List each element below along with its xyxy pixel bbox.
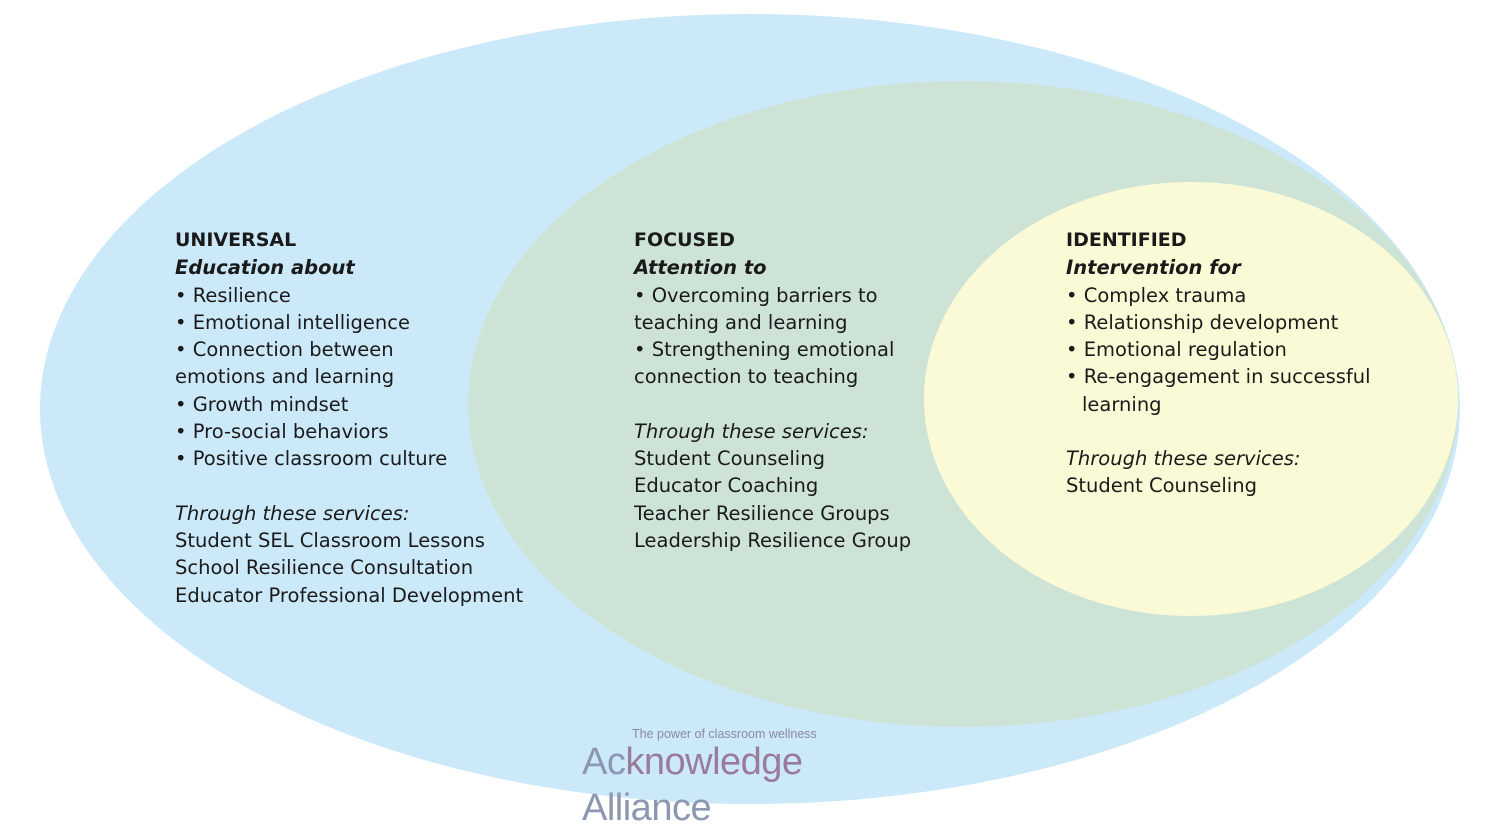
identified-tier: IDENTIFIED Intervention for • Complex tr…	[1066, 227, 1371, 500]
services-label: Through these services:	[175, 501, 410, 525]
list-item: • Positive classroom culture	[175, 447, 448, 471]
wordmark-part: knowledge	[625, 741, 803, 783]
list-item: learning	[1082, 392, 1162, 416]
list-item: • Growth mindset	[175, 392, 349, 416]
universal-tier: UNIVERSAL Education about • Resilience •…	[175, 227, 523, 609]
focused-subtitle: Attention to	[634, 256, 767, 280]
service-item: Leadership Resilience Group	[634, 528, 912, 552]
wordmark-part: Ac	[582, 741, 626, 783]
list-item: • Emotional regulation	[1066, 338, 1287, 362]
services-label: Through these services:	[1066, 447, 1301, 471]
logo-wordmark: Acknowledge Alliance	[582, 739, 922, 831]
list-item: • Re-engagement in successful	[1066, 365, 1371, 389]
list-item: • Complex trauma	[1066, 283, 1247, 307]
wordmark-part: A	[582, 787, 607, 829]
identified-title: IDENTIFIED	[1066, 229, 1187, 251]
wordmark-part: lliance	[606, 787, 712, 829]
bullet-list: • Complex trauma • Relationship developm…	[1066, 282, 1371, 418]
bullet-list: • Resilience • Emotional intelligence • …	[175, 282, 523, 473]
universal-title: UNIVERSAL	[175, 229, 297, 251]
services-label: Through these services:	[634, 419, 869, 443]
service-item: Teacher Resilience Groups	[634, 501, 890, 525]
universal-subtitle: Education about	[175, 256, 355, 280]
service-item: Educator Professional Development	[175, 583, 524, 607]
list-item: • Relationship development	[1066, 310, 1339, 334]
service-item: Student SEL Classroom Lessons	[175, 528, 485, 552]
list-item: • Resilience	[175, 283, 291, 307]
service-item: Student Counseling	[634, 447, 825, 471]
identified-ellipse	[924, 182, 1458, 616]
list-item: • Connection between	[175, 338, 394, 362]
service-item: School Resilience Consultation	[175, 556, 474, 580]
focused-tier: FOCUSED Attention to • Overcoming barrie…	[634, 227, 911, 554]
list-item: connection to teaching	[634, 365, 859, 389]
service-item: Student Counseling	[1066, 474, 1257, 498]
list-item: • Strengthening emotional	[634, 338, 895, 362]
acknowledge-alliance-logo: The power of classroom wellness Acknowle…	[582, 727, 922, 829]
list-item: • Overcoming barriers to	[634, 283, 878, 307]
list-item: emotions and learning	[175, 365, 395, 389]
identified-subtitle: Intervention for	[1066, 256, 1241, 280]
list-item: teaching and learning	[634, 310, 848, 334]
services-list: Student SEL Classroom Lessons School Res…	[175, 527, 523, 609]
bullet-list: • Overcoming barriers to teaching and le…	[634, 282, 911, 391]
list-item: • Pro-social behaviors	[175, 420, 389, 444]
list-item: • Emotional intelligence	[175, 310, 410, 334]
focused-title: FOCUSED	[634, 229, 735, 251]
logo-tagline: The power of classroom wellness	[632, 727, 817, 741]
service-item: Educator Coaching	[634, 474, 819, 498]
services-list: Student Counseling Educator Coaching Tea…	[634, 445, 911, 554]
services-list: Student Counseling	[1066, 472, 1371, 499]
